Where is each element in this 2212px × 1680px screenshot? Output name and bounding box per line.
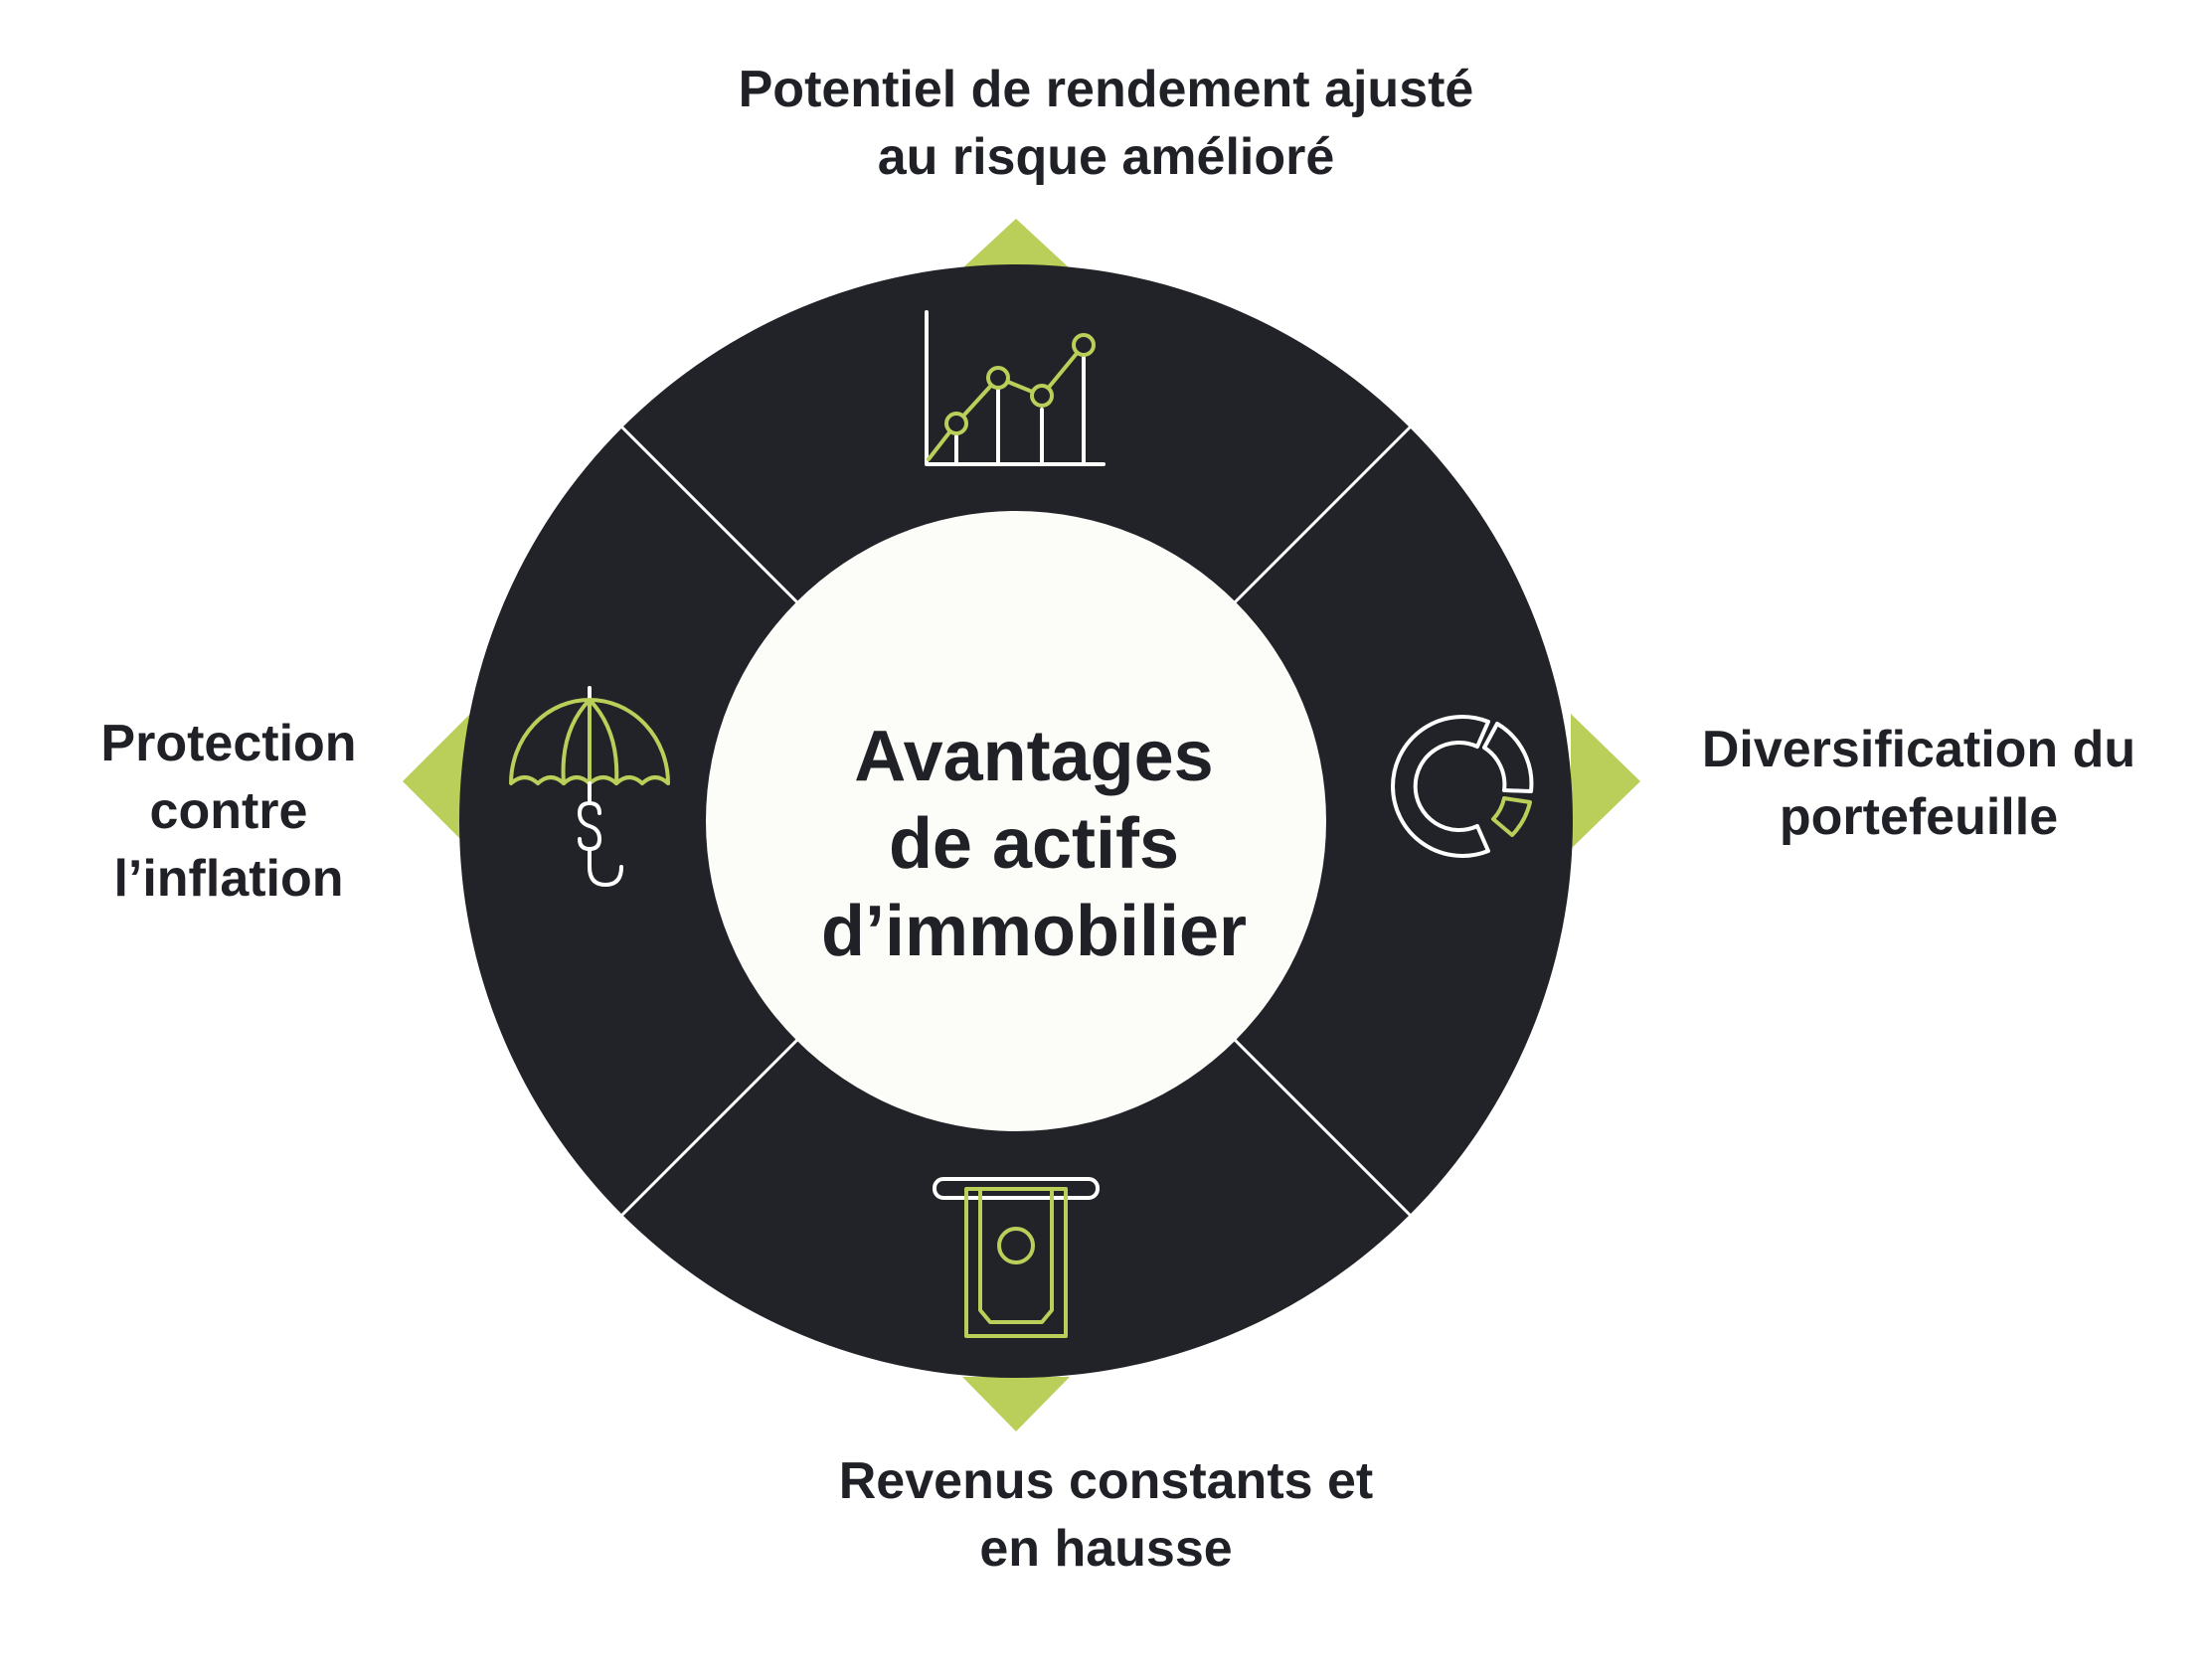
segment-label-left-line-2: contre bbox=[149, 782, 308, 840]
segment-label-top: Potentiel de rendement ajusté au risque … bbox=[0, 56, 2212, 191]
segment-label-right: Diversification du portefeuille bbox=[1640, 716, 2197, 851]
center-circle bbox=[706, 511, 1326, 1131]
segment-label-top-line-2: au risque amélioré bbox=[877, 128, 1335, 186]
center-title-line-3: d’immobilier bbox=[820, 892, 1248, 971]
center-title: Avantages de actifs d’immobilier bbox=[736, 713, 1332, 975]
segment-label-left-line-1: Protection bbox=[100, 715, 357, 772]
segment-label-bottom-line-1: Revenus constants et bbox=[838, 1452, 1374, 1510]
segment-label-top-line-1: Potentiel de rendement ajusté bbox=[738, 61, 1474, 118]
center-title-line-2: de actifs bbox=[888, 804, 1180, 884]
donut-chart-icon bbox=[1391, 715, 1534, 858]
pointer-triangle-bottom bbox=[962, 1377, 1070, 1431]
segment-label-bottom: Revenus constants et en hausse bbox=[0, 1447, 2212, 1583]
segment-label-bottom-line-2: en hausse bbox=[979, 1520, 1233, 1578]
umbrella-dollar-icon bbox=[509, 686, 670, 887]
pointer-triangle-top bbox=[962, 219, 1070, 268]
cash-dispenser-icon bbox=[933, 1177, 1100, 1338]
segment-label-left-line-3: l’inflation bbox=[113, 850, 344, 908]
segment-dividers bbox=[619, 424, 1413, 1218]
segment-label-right-line-2: portefeuille bbox=[1779, 788, 2059, 846]
pointer-triangle-left bbox=[403, 714, 470, 849]
segment-label-right-line-1: Diversification du bbox=[1701, 721, 2136, 778]
line-chart-icon bbox=[925, 310, 1106, 466]
segment-label-left: Protection contre l’inflation bbox=[20, 710, 437, 913]
pointer-triangle-right bbox=[1571, 714, 1640, 849]
center-title-line-1: Avantages bbox=[854, 717, 1214, 796]
